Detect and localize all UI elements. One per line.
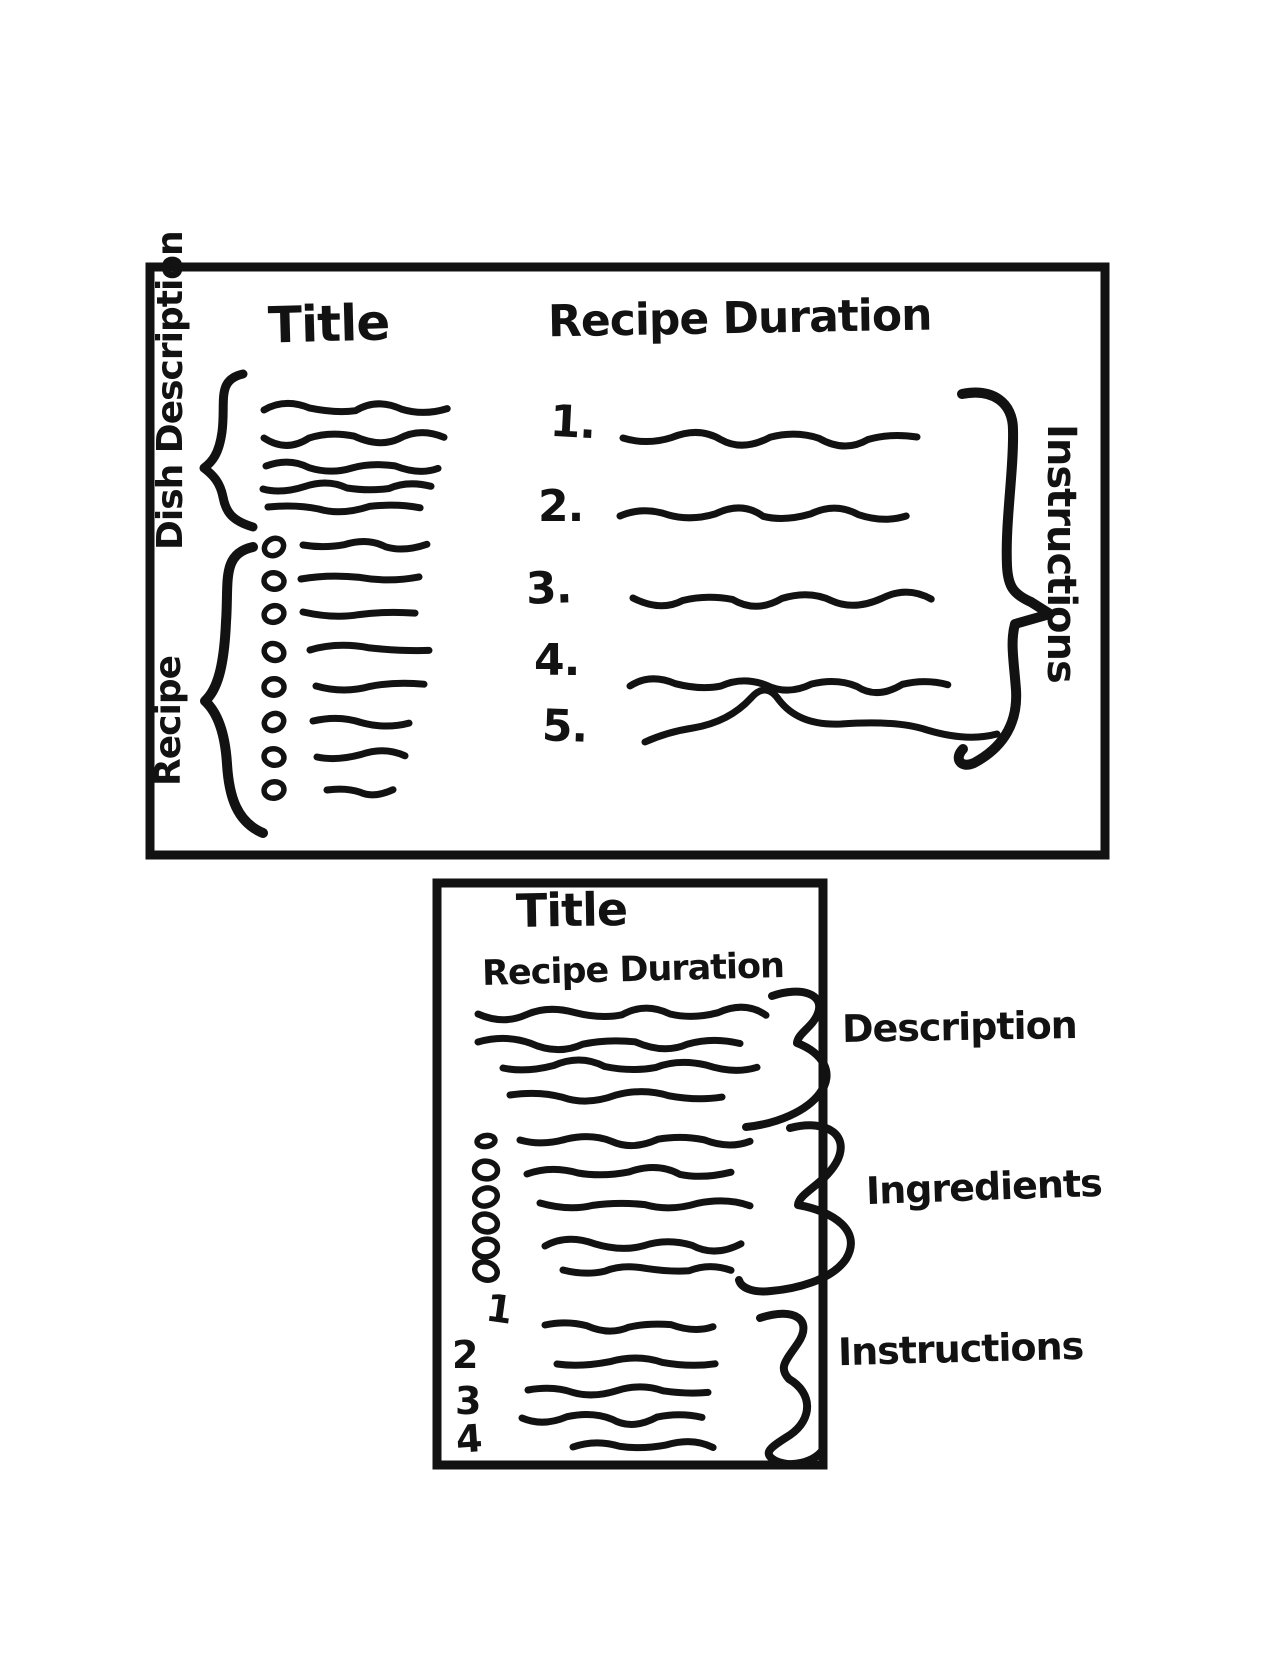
desktop-step-number-3: 3.	[525, 562, 573, 615]
desktop-ingredient-line	[309, 714, 413, 730]
desktop-dish-description-annotation: Dish Description	[150, 231, 191, 550]
desktop-ingredient-bullet	[261, 602, 287, 626]
mobile-description-line	[474, 1034, 744, 1054]
desktop-ingredient-line	[297, 572, 423, 584]
desktop-ingredient-bullet	[261, 745, 287, 769]
mobile-step-line	[553, 1354, 719, 1369]
desktop-step-number-2: 2.	[538, 481, 584, 532]
desktop-ingredient-bullet	[261, 710, 287, 734]
desktop-ingredient-line	[313, 747, 409, 763]
desktop-step-line	[626, 675, 952, 697]
desktop-description-line	[264, 501, 424, 516]
mobile-instructions-brace	[756, 1309, 826, 1468]
desktop-step-line	[641, 686, 1001, 746]
mobile-ingredient-line	[523, 1164, 735, 1180]
desktop-description-line	[262, 458, 442, 475]
mobile-instructions-annotation: Instructions	[837, 1323, 1084, 1375]
desktop-description-line	[260, 429, 448, 449]
desktop-step-number-1: 1.	[548, 395, 597, 450]
mobile-ingredient-bullet	[471, 1236, 501, 1260]
mobile-step-number-1: 1	[483, 1285, 515, 1333]
mobile-ingredients-brace	[735, 1121, 855, 1296]
desktop-step-line	[629, 588, 935, 610]
desktop-step-number-4: 4.	[534, 635, 580, 686]
recipe-brace	[200, 542, 268, 838]
mobile-ingredient-line	[559, 1263, 735, 1277]
desktop-ingredient-bullet	[261, 640, 287, 664]
mobile-step-line	[569, 1438, 717, 1452]
mobile-description-brace	[742, 987, 831, 1131]
desktop-recipe-duration-placeholder: Recipe Duration	[547, 289, 932, 348]
mobile-ingredient-bullet	[472, 1259, 500, 1283]
desktop-description-line	[259, 479, 435, 495]
mobile-ingredient-line	[541, 1235, 745, 1255]
mobile-description-line	[474, 1003, 770, 1024]
desktop-title-placeholder: Title	[267, 293, 390, 355]
mobile-ingredient-bullet	[471, 1158, 501, 1182]
mobile-ingredient-line	[536, 1197, 754, 1212]
mobile-step-line	[518, 1410, 706, 1428]
desktop-ingredient-bullet	[261, 570, 287, 592]
mobile-ingredient-bullet	[474, 1132, 498, 1150]
mobile-description-annotation: Description	[841, 1002, 1078, 1052]
mobile-description-line	[506, 1088, 726, 1105]
desktop-description-line	[260, 399, 451, 416]
mobile-step-number-3: 3	[455, 1379, 481, 1423]
desktop-ingredient-line	[299, 608, 419, 620]
desktop-instructions-annotation: Instructions	[1038, 424, 1084, 683]
desktop-ingredient-line	[312, 679, 428, 694]
mobile-ingredient-bullet	[471, 1185, 501, 1209]
instructions-brace	[953, 387, 1055, 770]
desktop-ingredient-line	[299, 538, 431, 553]
dish-description-brace	[199, 369, 258, 532]
desktop-recipe-annotation: Recipe	[148, 655, 189, 786]
mobile-ingredient-bullet	[471, 1211, 501, 1235]
desktop-ingredient-bullet	[261, 535, 287, 559]
desktop-frame	[145, 262, 1110, 860]
mobile-description-line	[499, 1056, 761, 1074]
mobile-step-number-4: 4	[454, 1416, 483, 1462]
mobile-step-line	[541, 1319, 717, 1335]
mobile-recipe-duration-placeholder: Recipe Duration	[481, 946, 785, 994]
desktop-ingredient-bullet	[261, 778, 287, 802]
desktop-ingredient-line	[323, 785, 397, 799]
desktop-step-number-5: 5.	[541, 700, 589, 753]
mobile-step-line	[524, 1383, 712, 1399]
desktop-ingredient-line	[306, 641, 433, 655]
desktop-step-line	[616, 504, 910, 523]
mobile-ingredients-annotation: Ingredients	[865, 1160, 1103, 1214]
mobile-step-number-2: 2	[452, 1333, 478, 1377]
desktop-step-line	[619, 428, 921, 450]
mobile-ingredient-line	[516, 1133, 754, 1150]
desktop-ingredient-bullet	[261, 676, 287, 698]
mobile-title-placeholder: Title	[515, 882, 628, 938]
